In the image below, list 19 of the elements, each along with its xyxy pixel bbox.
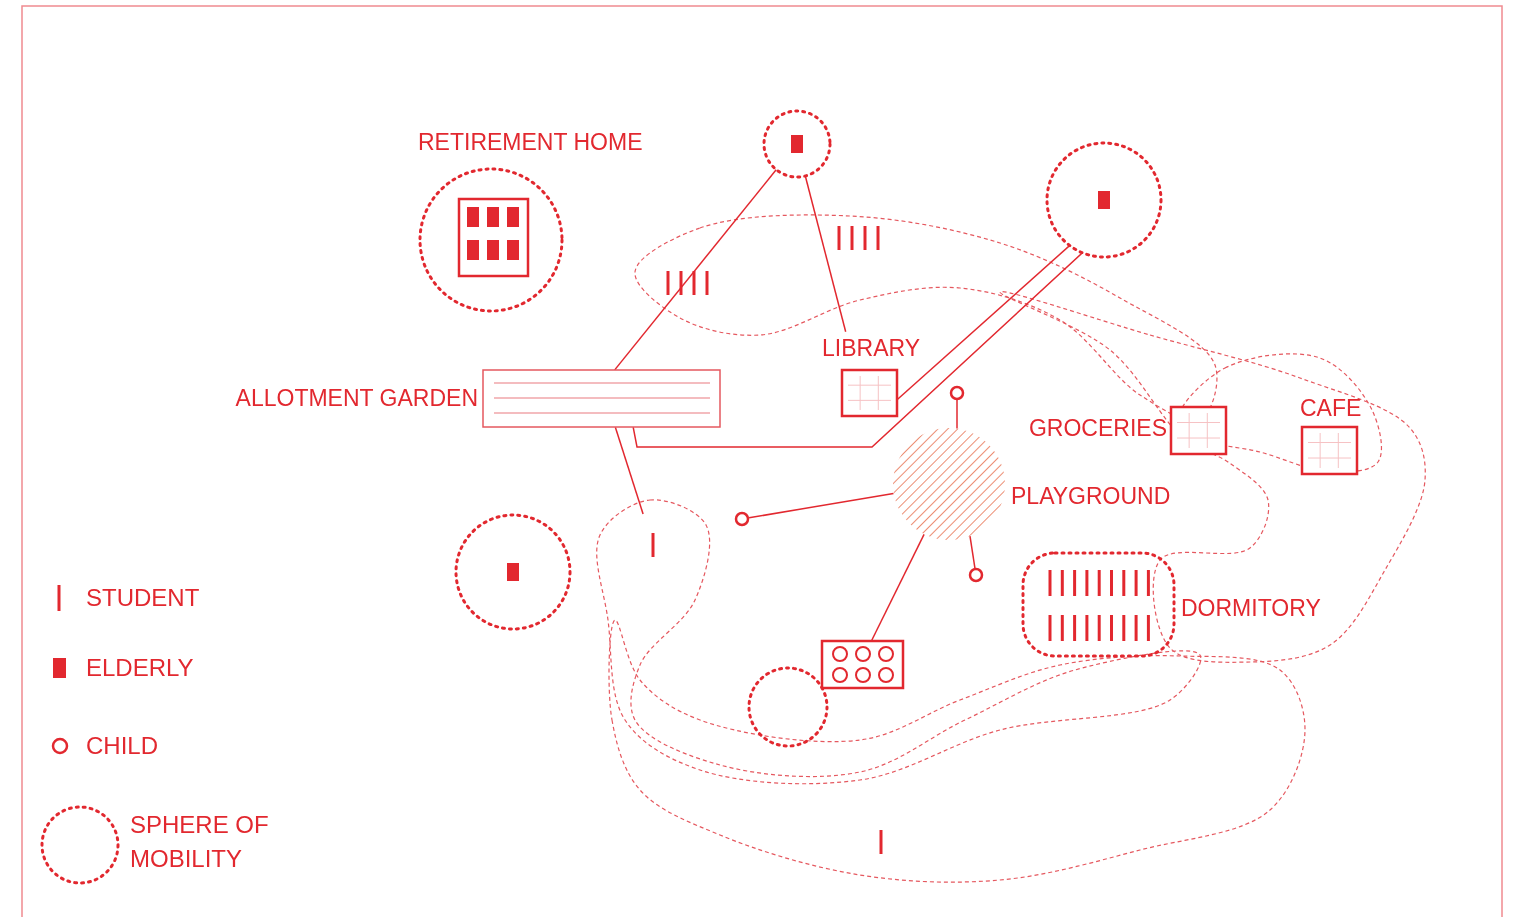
place-label: DORMITORY	[1181, 594, 1322, 623]
place-label: CAFE	[1300, 394, 1363, 423]
legend-label: SPHERE OF MOBILITY	[130, 810, 270, 874]
legend-label: ELDERLY	[86, 653, 195, 683]
legend-label: STUDENT	[86, 583, 201, 613]
connector-line	[632, 252, 1083, 448]
place-label: RETIREMENT HOME	[418, 128, 644, 157]
place-label: PLAYGROUND	[1011, 482, 1172, 511]
connector-line	[870, 533, 925, 642]
legend-label: CHILD	[86, 731, 159, 761]
connector-line	[956, 399, 958, 430]
place-label: LIBRARY	[822, 334, 921, 363]
connector-line	[614, 426, 644, 515]
connector-line	[804, 175, 847, 333]
connector-line	[748, 492, 895, 519]
place-label: GROCERIES	[1027, 414, 1167, 443]
connector-line	[613, 169, 777, 371]
place-label: ALLOTMENT GARDEN	[234, 384, 478, 413]
connector-line	[969, 535, 976, 569]
